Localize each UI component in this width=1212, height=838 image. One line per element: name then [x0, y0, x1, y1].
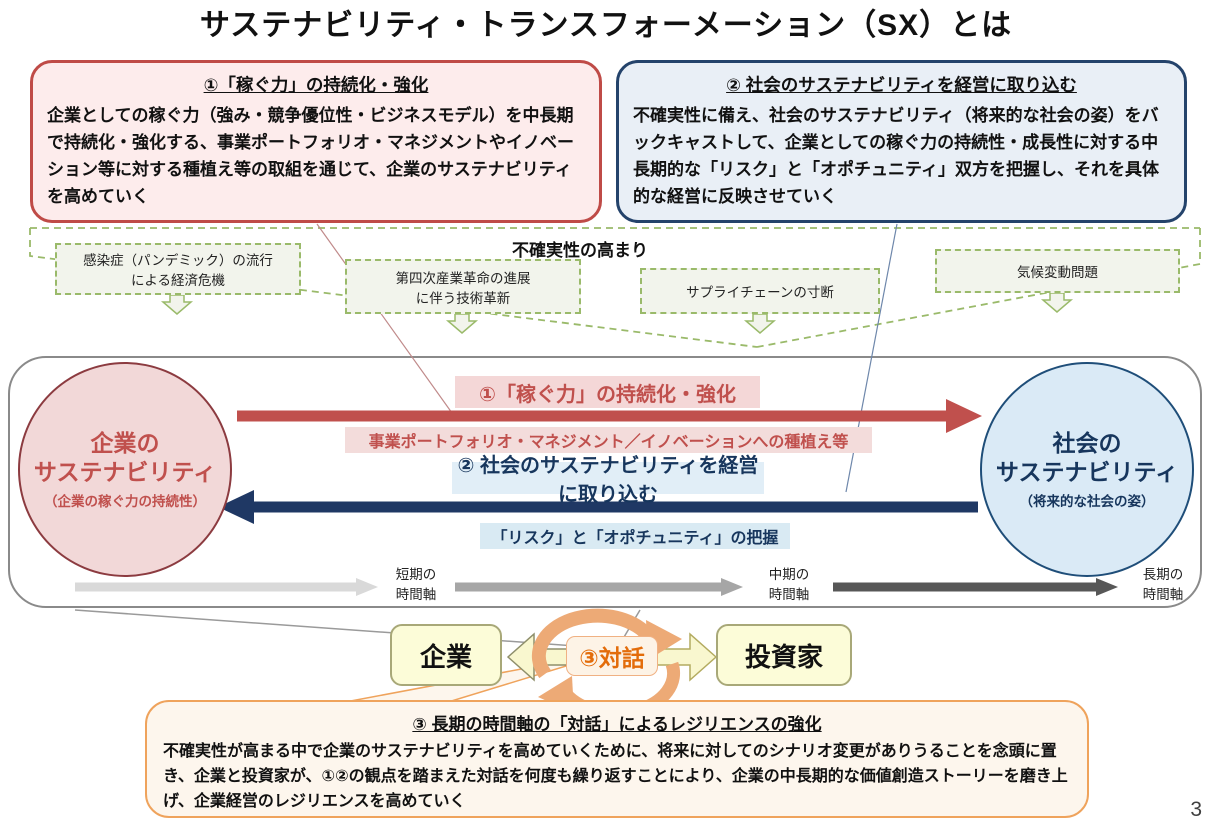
time-axis-long-label: 長期の 時間軸 [1142, 567, 1184, 602]
factor-arrow-icon [160, 294, 194, 315]
box-resilience-body: 不確実性が高まる中で企業のサステナビリティを高めていくために、将来に対してのシナ… [163, 743, 1068, 810]
factor-pandemic: 感染症（パンデミック）の流行 による経済危機 [55, 243, 301, 295]
page-title: サステナビリティ・トランスフォーメーション（SX）とは [199, 9, 1013, 42]
investor-box: 投資家 [716, 624, 852, 686]
funnel-right-line [756, 228, 1201, 348]
arrow2-label: ② 社会のサステナビリティを経営に取り込む [452, 455, 764, 506]
company-circle-sub: （企業の稼ぐ力の持続性） [44, 493, 206, 509]
page-number: 3 [1190, 798, 1202, 821]
dialogue-label: ③対話 [566, 636, 658, 676]
social-circle-sub: （将来的な社会の姿） [1019, 493, 1155, 509]
dialogue-cycle-top-arc [531, 608, 656, 679]
company-sustainability-circle: 企業の サステナビリティ （企業の稼ぐ力の持続性） [18, 362, 232, 577]
connector-left-red [316, 223, 458, 421]
arrow1-sublabel: 事業ポートフォリオ・マネジメント／イノベーションへの種植え等 [345, 427, 872, 453]
factor-industry4: 第四次産業革命の進展 に伴う技術革新 [345, 259, 581, 314]
arrow1-label: ①「稼ぐ力」の持続化・強化 [455, 376, 760, 408]
company-circle-line1: 企業の [90, 430, 160, 457]
factor-supplychain: サプライチェーンの寸断 [640, 268, 880, 314]
time-axis-mid-label: 中期の 時間軸 [768, 567, 810, 602]
factor-arrow-icon [445, 313, 479, 334]
time-arrow-short-head-icon [356, 578, 378, 596]
company-box: 企業 [390, 624, 502, 686]
box-social-sustainability-title: ② 社会のサステナビリティを経営に取り込む [726, 75, 1077, 95]
funnel-left-line [29, 228, 758, 348]
uncertainty-heading: 不確実性の高まり [512, 241, 648, 260]
red-arrow-head-icon [946, 399, 982, 433]
main-diagram-frame [8, 356, 1202, 608]
factor-arrow-icon [743, 313, 777, 334]
box-earning-power-title: ①「稼ぐ力」の持続化・強化 [203, 75, 429, 95]
time-arrow-long-head-icon [1096, 578, 1118, 596]
company-circle-line2: サステナビリティ [33, 459, 217, 485]
time-axis-short-label: 短期の 時間軸 [395, 567, 437, 602]
social-circle-line1: 社会の [1052, 430, 1122, 457]
social-circle-line2: サステナビリティ [995, 459, 1179, 485]
social-sustainability-circle: 社会の サステナビリティ （将来的な社会の姿） [980, 362, 1194, 577]
arrow2-sublabel: 「リスク」と「オポチュニティ」の把握 [480, 523, 790, 549]
box-earning-power: ①「稼ぐ力」の持続化・強化 企業としての稼ぐ力（強み・競争優位性・ビジネスモデル… [30, 60, 602, 223]
box-earning-power-body: 企業としての稼ぐ力（強み・競争優位性・ビジネスモデル）を中長期で持続化・強化する… [47, 106, 574, 206]
box-resilience-title: ③ 長期の時間軸の「対話」によるレジリエンスの強化 [412, 715, 822, 734]
navy-arrow-head-icon [218, 490, 254, 524]
box-resilience: ③ 長期の時間軸の「対話」によるレジリエンスの強化 不確実性が高まる中で企業のサ… [145, 700, 1089, 818]
factor-climate: 気候変動問題 [935, 249, 1180, 293]
time-arrow-mid-head-icon [721, 578, 743, 596]
factor-arrow-icon [1040, 292, 1074, 313]
box-social-sustainability: ② 社会のサステナビリティを経営に取り込む 不確実性に備え、社会のサステナビリテ… [616, 60, 1187, 223]
box-social-sustainability-body: 不確実性に備え、社会のサステナビリティ（将来的な社会の姿）をバックキャストして、… [633, 106, 1159, 206]
